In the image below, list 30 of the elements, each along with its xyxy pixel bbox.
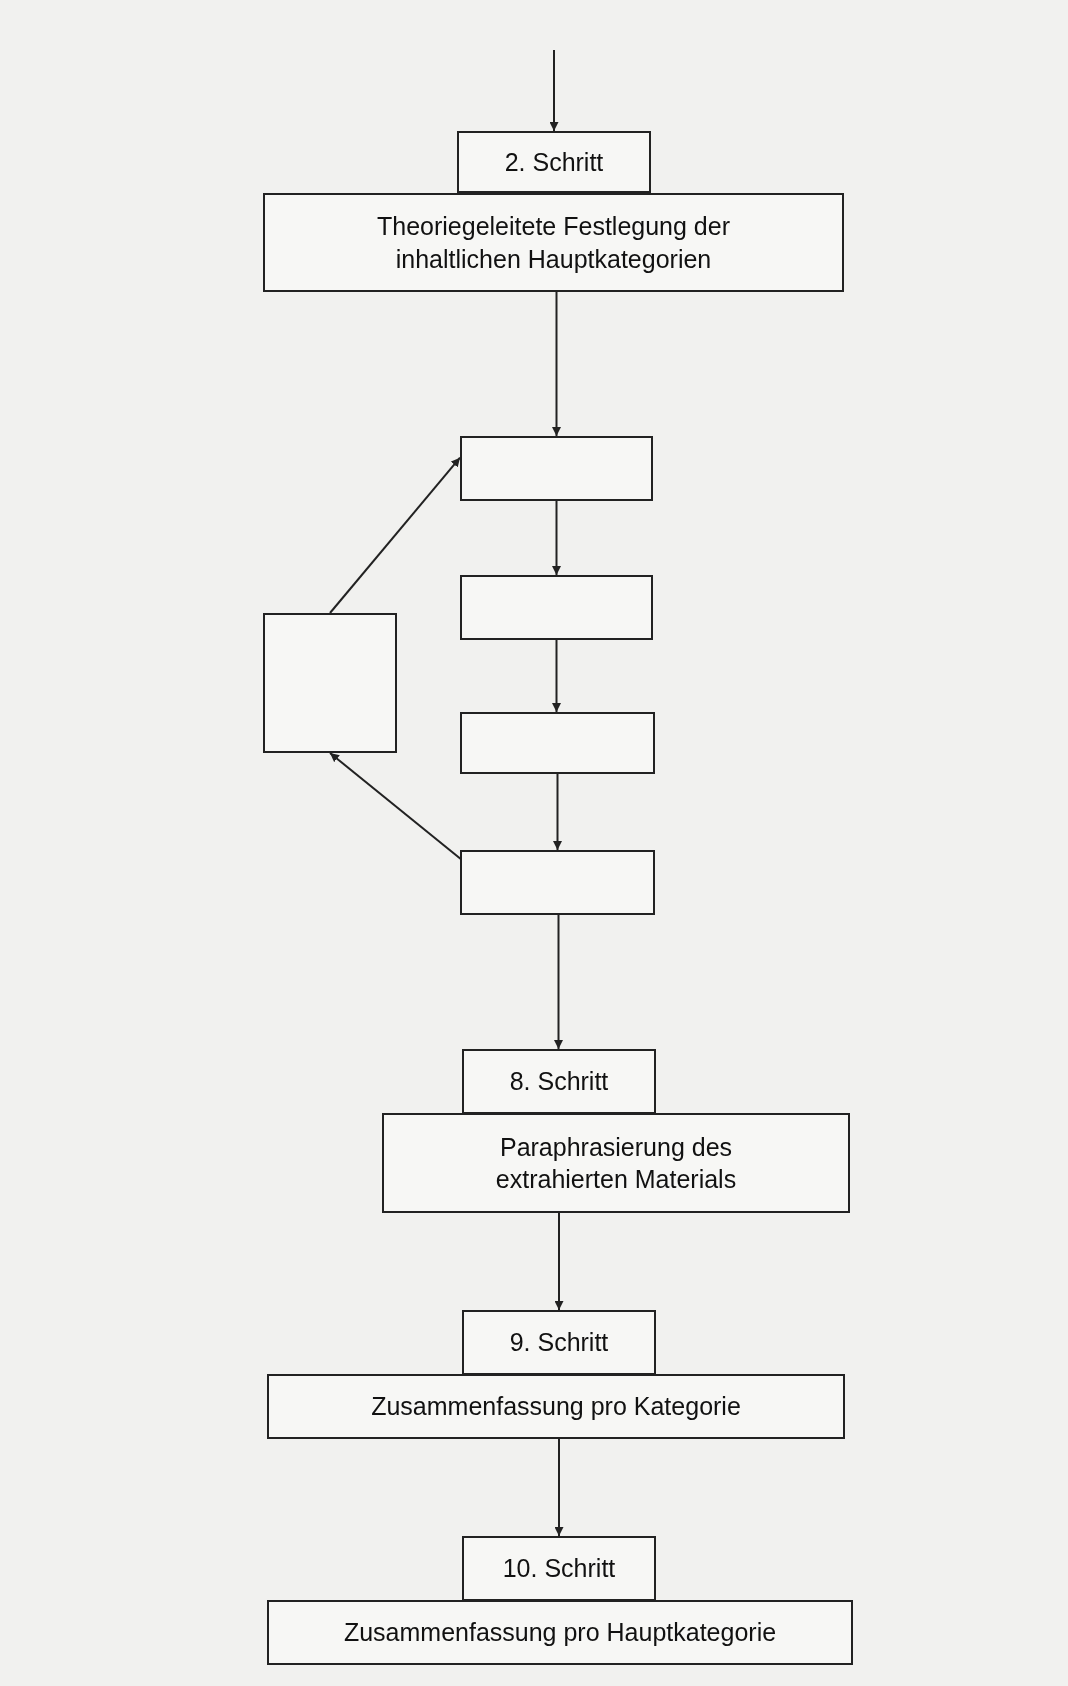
- arrow: [554, 1212, 564, 1311]
- step-text: 2. Schritt: [503, 146, 605, 178]
- empty-box: [460, 850, 655, 915]
- arrow: [552, 500, 561, 576]
- empty-box: [460, 436, 653, 501]
- step-text: 10. Schritt: [501, 1553, 617, 1585]
- arrow: [329, 456, 461, 614]
- process-box: [267, 1374, 845, 1439]
- step-text: Paraphrasierung des extrahierten Materials: [494, 1131, 738, 1195]
- step-text: 8. Schritt: [508, 1066, 610, 1098]
- step-text: 9. Schritt: [508, 1327, 610, 1359]
- arrow: [554, 1438, 564, 1537]
- empty-box: [460, 712, 655, 774]
- empty-box: [263, 613, 397, 753]
- step-label-box: [462, 1310, 656, 1375]
- step-text: Zusammenfassung pro Kategorie: [370, 1391, 742, 1423]
- arrow: [553, 773, 562, 851]
- step-text: Zusammenfassung pro Hauptkategorie: [342, 1617, 778, 1649]
- step-label-box: [462, 1049, 656, 1114]
- step-text: Theoriegeleitete Festlegung der inhaltlichen Hauptkategorien: [376, 211, 731, 275]
- step-label-box: [457, 131, 651, 193]
- arrow: [549, 49, 559, 132]
- step-label-box: [462, 1536, 656, 1601]
- arrow: [552, 639, 561, 713]
- arrow: [552, 291, 561, 437]
- arrow: [554, 914, 563, 1050]
- process-box: [267, 1600, 853, 1665]
- empty-box: [460, 575, 653, 640]
- process-box: [382, 1113, 850, 1213]
- process-box: [263, 193, 844, 292]
